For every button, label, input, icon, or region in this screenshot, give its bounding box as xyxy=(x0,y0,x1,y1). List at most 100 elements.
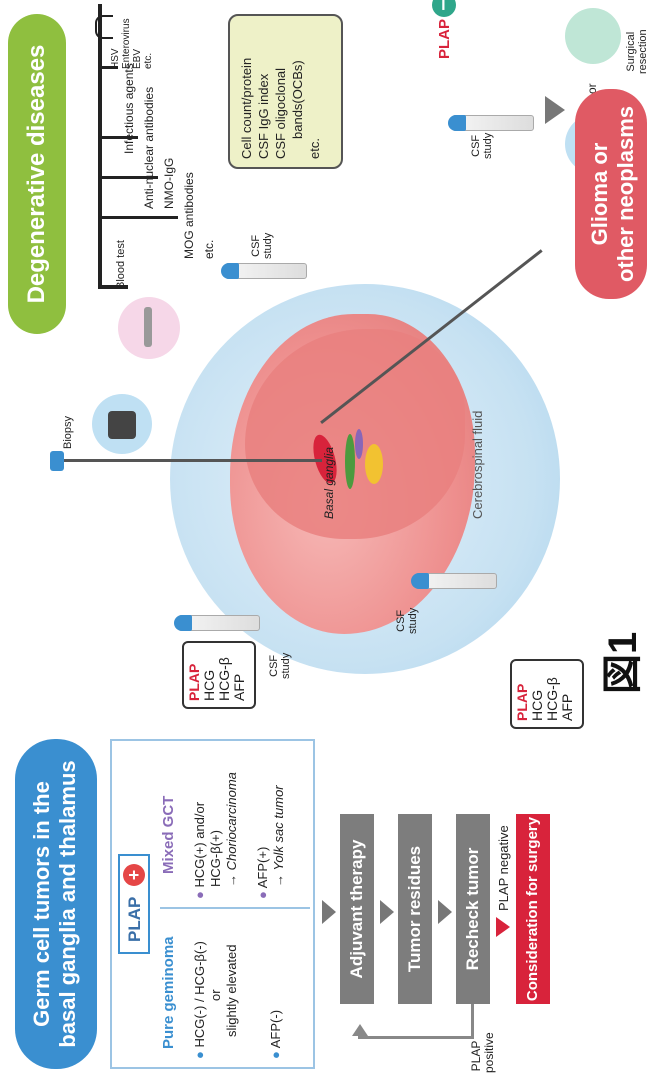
marker-hcgb-2: HCG-β xyxy=(545,667,560,721)
csf-tube-far-cap xyxy=(448,115,466,131)
blood-item-nmo: NMO-IgG xyxy=(162,158,176,209)
csf-study-far-line1: CSF xyxy=(470,133,482,159)
marker-hcgb: HCG-β xyxy=(217,649,232,701)
germ-cell-header-line1: Germ cell tumors in the xyxy=(29,739,55,1069)
csf-study-top-line1: CSF xyxy=(268,653,280,679)
csf-test-1: Cell count/protein xyxy=(238,24,255,159)
red-arrow-icon xyxy=(496,917,510,937)
csf-test-5: etc. xyxy=(306,24,323,159)
germ-cell-header: Germ cell tumors in the basal ganglia an… xyxy=(15,739,97,1069)
csf-study-right: CSF study xyxy=(250,233,274,259)
mixed-item1-line2: HCG-β(+) xyxy=(208,744,224,899)
marker-afp-2: AFP xyxy=(560,667,575,721)
mixed-item2: ● AFP(+) → Yolk sac tumor xyxy=(255,744,287,899)
surgical-line2: resection xyxy=(637,29,649,74)
pure-item1-line2: or xyxy=(208,914,224,1059)
biopsy-label-top: Biopsy xyxy=(62,416,74,449)
pathogen-ev: Enterovirus xyxy=(121,18,132,69)
pathogens: HSV Enterovirus EBV etc. xyxy=(110,18,154,69)
csf-test-2: CSF IgG index xyxy=(255,24,272,159)
surgical-line1: Surgical xyxy=(625,29,637,74)
csf-study-lower-line1: CSF xyxy=(395,608,407,634)
bullet-icon: ● xyxy=(255,888,270,899)
biopsy-device-body xyxy=(108,411,136,439)
flow-arrow-3 xyxy=(438,900,452,924)
pathogen-etc: etc. xyxy=(143,18,154,69)
bullet-icon: ● xyxy=(192,1048,207,1059)
plap-positive-label: PLAP xyxy=(125,897,145,942)
flow-step-recheck: Recheck tumor markers xyxy=(456,814,490,1004)
marker-box-top: PLAP HCG HCG-β AFP xyxy=(182,641,256,709)
csf-study-lower-line2: study xyxy=(407,608,419,634)
pure-item2-text: AFP(-) xyxy=(268,1010,283,1048)
flow-step-surgery: Consideration for surgery xyxy=(516,814,550,1004)
mixed-item1: ● HCG(+) and/or HCG-β(+) → Choriocarcino… xyxy=(192,744,240,899)
syringe-icon xyxy=(144,307,152,347)
mixed-item2-line1: AFP(+) xyxy=(255,847,270,889)
marker-plap-2: PLAP xyxy=(515,667,530,721)
pure-item2: ● AFP(-) xyxy=(268,1010,283,1059)
pathogen-ebv: EBV xyxy=(132,18,143,69)
flow-step-residues: Tumor residues xyxy=(398,814,432,1004)
tree-branch-3 xyxy=(98,176,158,179)
plap-positive-note: PLAP positive xyxy=(470,1039,496,1073)
blood-test-label: Blood test xyxy=(115,240,127,289)
tree-branch-4 xyxy=(98,216,178,219)
blood-item-infectious: Infectious agents xyxy=(122,63,136,154)
csf-study-top-line2: study xyxy=(280,653,292,679)
csf-study-lower: CSF study xyxy=(395,608,419,634)
marker-afp: AFP xyxy=(232,649,247,701)
bullet-icon: ● xyxy=(268,1048,283,1059)
plap-negative-label: PLAP negative xyxy=(496,825,511,911)
degenerative-header: Degenerative diseases xyxy=(8,14,66,334)
csf-study-far-line2: study xyxy=(482,133,494,159)
glioma-header: Glioma or other neoplasms xyxy=(575,89,647,299)
feedback-arrowhead-icon xyxy=(352,1024,368,1036)
pure-item1: ● HCG(-) / HCG-β(-) or slightly elevated xyxy=(192,914,240,1059)
csf-tests-box: Cell count/protein CSF IgG index CSF oli… xyxy=(228,14,343,169)
marker-hcg: HCG xyxy=(202,649,217,701)
blood-item-etc: etc. xyxy=(202,240,216,259)
blood-item-mog: MOG antibodies xyxy=(182,172,196,259)
basal-ganglia-purple xyxy=(355,429,363,459)
csf-tube-right-cap xyxy=(221,263,239,279)
bullet-icon: ● xyxy=(192,888,207,899)
pure-geminoma-title: Pure geminoma xyxy=(160,936,177,1049)
mixed-item1-line1: HCG(+) and/or xyxy=(192,802,207,888)
blood-item-ana: Anti-nuclear antibodies xyxy=(142,87,156,209)
mixed-gct-title: Mixed GCT xyxy=(160,796,177,874)
flow-step-adjuvant: Adjuvant therapy xyxy=(340,814,374,1004)
biopsy-needle-top xyxy=(60,459,322,462)
marker-hcg-2: HCG xyxy=(530,667,545,721)
figure-label: 図1 xyxy=(590,632,648,694)
marker-plap: PLAP xyxy=(187,649,202,701)
glioma-line1: Glioma or xyxy=(587,89,613,299)
pure-item1-line3: slightly elevated xyxy=(224,914,240,1059)
biopsy-handle-top xyxy=(50,451,64,471)
surgical-resection-icon xyxy=(565,8,621,64)
tree-trunk xyxy=(100,285,128,289)
mixed-item1-line3: → Choriocarcinoma xyxy=(224,744,240,899)
down-arrow-icon xyxy=(545,96,565,124)
germ-cell-header-line2: basal ganglia and thalamus xyxy=(55,739,81,1069)
csf-study-right-line2: study xyxy=(262,233,274,259)
csf-fluid-label: Cerebrospinal fluid xyxy=(470,411,485,519)
csf-study-right-line1: CSF xyxy=(250,233,262,259)
csf-tube-top-cap xyxy=(174,615,192,631)
glioma-line2: other neoplasms xyxy=(613,89,639,299)
plap-negative-label-2: PLAP xyxy=(436,19,453,59)
panel-divider xyxy=(160,907,310,909)
plap-negative-badge: PLAP − xyxy=(430,0,460,59)
plus-icon: + xyxy=(123,864,145,886)
mixed-item2-line2: → Yolk sac tumor xyxy=(271,744,287,899)
csf-test-4: bands(OCBs) xyxy=(289,24,306,159)
pathogen-hsv: HSV xyxy=(110,18,121,69)
feedback-line-v xyxy=(358,1036,474,1039)
pure-item1-line1: HCG(-) / HCG-β(-) xyxy=(192,941,207,1047)
minus-icon: − xyxy=(432,0,456,17)
csf-study-top: CSF study xyxy=(268,653,292,679)
surgical-label: Surgical resection xyxy=(625,29,649,74)
csf-tube-lower-cap xyxy=(411,573,429,589)
